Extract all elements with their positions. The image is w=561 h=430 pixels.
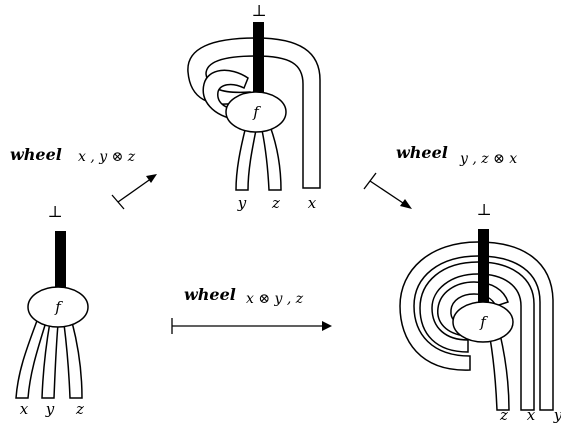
wire-label-left-2: y bbox=[45, 400, 55, 418]
wheel-inner-top bbox=[202, 69, 249, 121]
node-oval-left bbox=[27, 286, 89, 328]
wire-label-right-3: y bbox=[553, 406, 561, 424]
leg-top-y bbox=[235, 124, 257, 191]
bar-top bbox=[253, 22, 264, 100]
bottom-symbol-top: ⊥ bbox=[251, 1, 266, 20]
arrow-label-top-to-right: wheel bbox=[396, 143, 448, 162]
bottom-symbol-left: ⊥ bbox=[47, 202, 62, 221]
wheel-loop-top bbox=[187, 37, 321, 189]
bar-left bbox=[55, 231, 66, 293]
diagram-top: ⊥ f y z x bbox=[187, 1, 321, 212]
leg-left-z bbox=[63, 321, 83, 399]
arrow-top-to-right: wheel y , z ⊗ x bbox=[363, 143, 517, 209]
arrow-label-left-to-top: wheel bbox=[10, 145, 62, 164]
wheel-loop-right-middle bbox=[419, 261, 535, 411]
arrow-left-to-top: wheel x , y ⊗ z bbox=[10, 145, 157, 210]
node-label-right: f bbox=[479, 313, 488, 331]
arrow-label-left-to-right: wheel bbox=[184, 285, 236, 304]
bottom-symbol-right: ⊥ bbox=[476, 200, 491, 219]
leg-top-z bbox=[261, 124, 282, 191]
node-label-top: f bbox=[252, 103, 261, 121]
leg-left-x bbox=[15, 316, 47, 399]
arrow-left-to-right: wheel x ⊗ y , z bbox=[171, 285, 332, 334]
diagram-left: ⊥ f x y z bbox=[15, 202, 89, 418]
arrow-sub-top-to-right: y , z ⊗ x bbox=[459, 151, 517, 167]
arrow-sub-left-to-right: x ⊗ y , z bbox=[246, 291, 304, 307]
diagram-right: ⊥ f z x y bbox=[399, 200, 561, 424]
wire-label-top-3: x bbox=[308, 194, 317, 212]
bar-right bbox=[478, 229, 489, 311]
wire-label-right-2: x bbox=[527, 406, 536, 424]
wire-label-top-1: y bbox=[237, 194, 247, 212]
wheel-loop-right-outer bbox=[399, 241, 554, 411]
wire-label-left-1: x bbox=[20, 400, 29, 418]
arrow-sub-left-to-top: x , y ⊗ z bbox=[78, 149, 136, 165]
leg-left-y bbox=[41, 321, 59, 399]
node-oval-right bbox=[452, 301, 514, 343]
leg-right-z bbox=[489, 332, 510, 411]
node-oval-top bbox=[225, 91, 287, 133]
wire-label-top-2: z bbox=[271, 194, 280, 212]
node-label-left: f bbox=[54, 298, 63, 316]
wire-label-left-3: z bbox=[75, 400, 84, 418]
wire-label-right-1: z bbox=[499, 406, 508, 424]
